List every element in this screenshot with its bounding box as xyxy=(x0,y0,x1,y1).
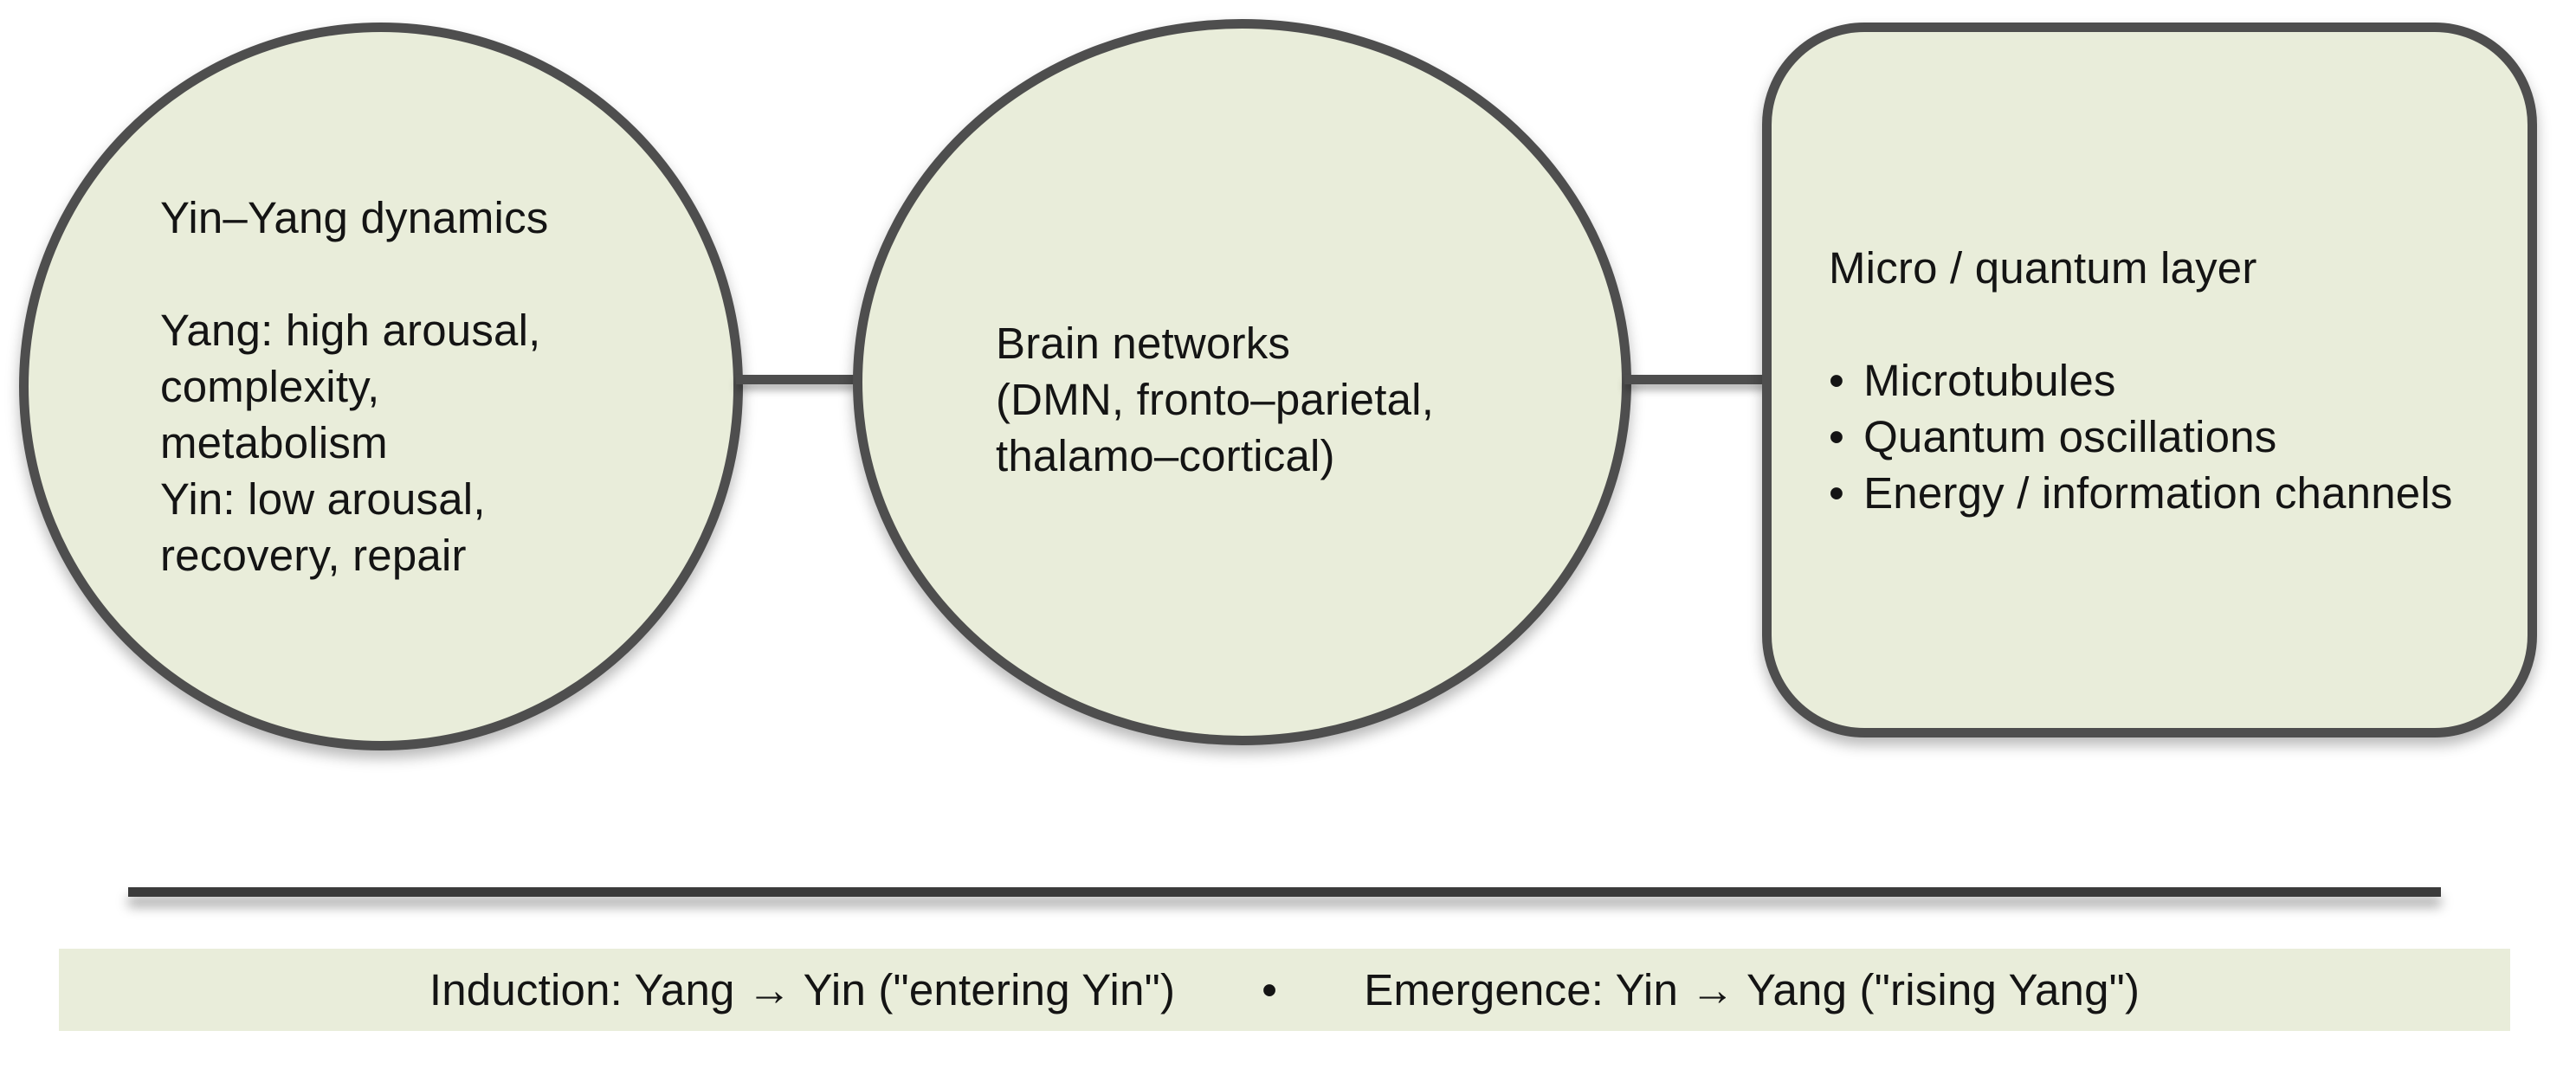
node-title: Yin–Yang dynamics xyxy=(160,193,549,242)
banner-induction-text: Induction: Yang → Yin ("entering Yin") xyxy=(429,965,1176,1014)
bullet-item-label: Quantum oscillations xyxy=(1863,411,2277,461)
node-body-line: complexity, xyxy=(160,362,380,411)
separator-line xyxy=(128,887,2441,897)
node-body-line: metabolism xyxy=(160,418,388,467)
node-body-line: (DMN, fronto–parietal, xyxy=(996,375,1435,424)
blank-line xyxy=(1829,296,2502,352)
bullet-item: • Microtubules xyxy=(1829,352,2502,409)
node-yin-yang-dynamics: Yin–Yang dynamics Yang: high arousal, co… xyxy=(19,23,743,750)
bullet-item-label: Energy / information channels xyxy=(1863,467,2453,518)
node-micro-quantum-layer: Micro / quantum layer • Microtubules • Q… xyxy=(1762,23,2537,737)
node-body-line: Yang: high arousal, xyxy=(160,306,541,355)
connector-brain-micro xyxy=(1624,375,1768,384)
bullet-icon: • xyxy=(1829,411,1845,461)
node-brain-networks: Brain networks (DMN, fronto–parietal, th… xyxy=(853,19,1631,745)
node-title: Micro / quantum layer xyxy=(1829,242,2257,293)
bullet-item: • Quantum oscillations xyxy=(1829,409,2502,465)
banner-separator-dot: • xyxy=(1262,965,1278,1014)
blank-line xyxy=(160,246,686,302)
node-body-line: thalamo–cortical) xyxy=(996,431,1335,480)
node-body-line: Yin: low arousal, xyxy=(160,474,486,524)
node-yin-yang-text-block: Yin–Yang dynamics Yang: high arousal, co… xyxy=(160,190,686,583)
footer-banner: Induction: Yang → Yin ("entering Yin") •… xyxy=(59,949,2510,1031)
banner-emergence-text: Emergence: Yin → Yang ("rising Yang") xyxy=(1364,965,2140,1014)
node-micro-text-block: Micro / quantum layer • Microtubules • Q… xyxy=(1829,240,2502,521)
node-title: Brain networks xyxy=(996,319,1291,368)
bullet-item: • Energy / information channels xyxy=(1829,465,2502,521)
bullet-icon: • xyxy=(1829,467,1845,518)
connector-yinyang-brain xyxy=(736,375,858,384)
bullet-icon: • xyxy=(1829,355,1845,405)
bullet-item-label: Microtubules xyxy=(1863,355,2116,405)
node-body-line: recovery, repair xyxy=(160,531,467,580)
node-brain-text-block: Brain networks (DMN, fronto–parietal, th… xyxy=(996,315,1561,484)
